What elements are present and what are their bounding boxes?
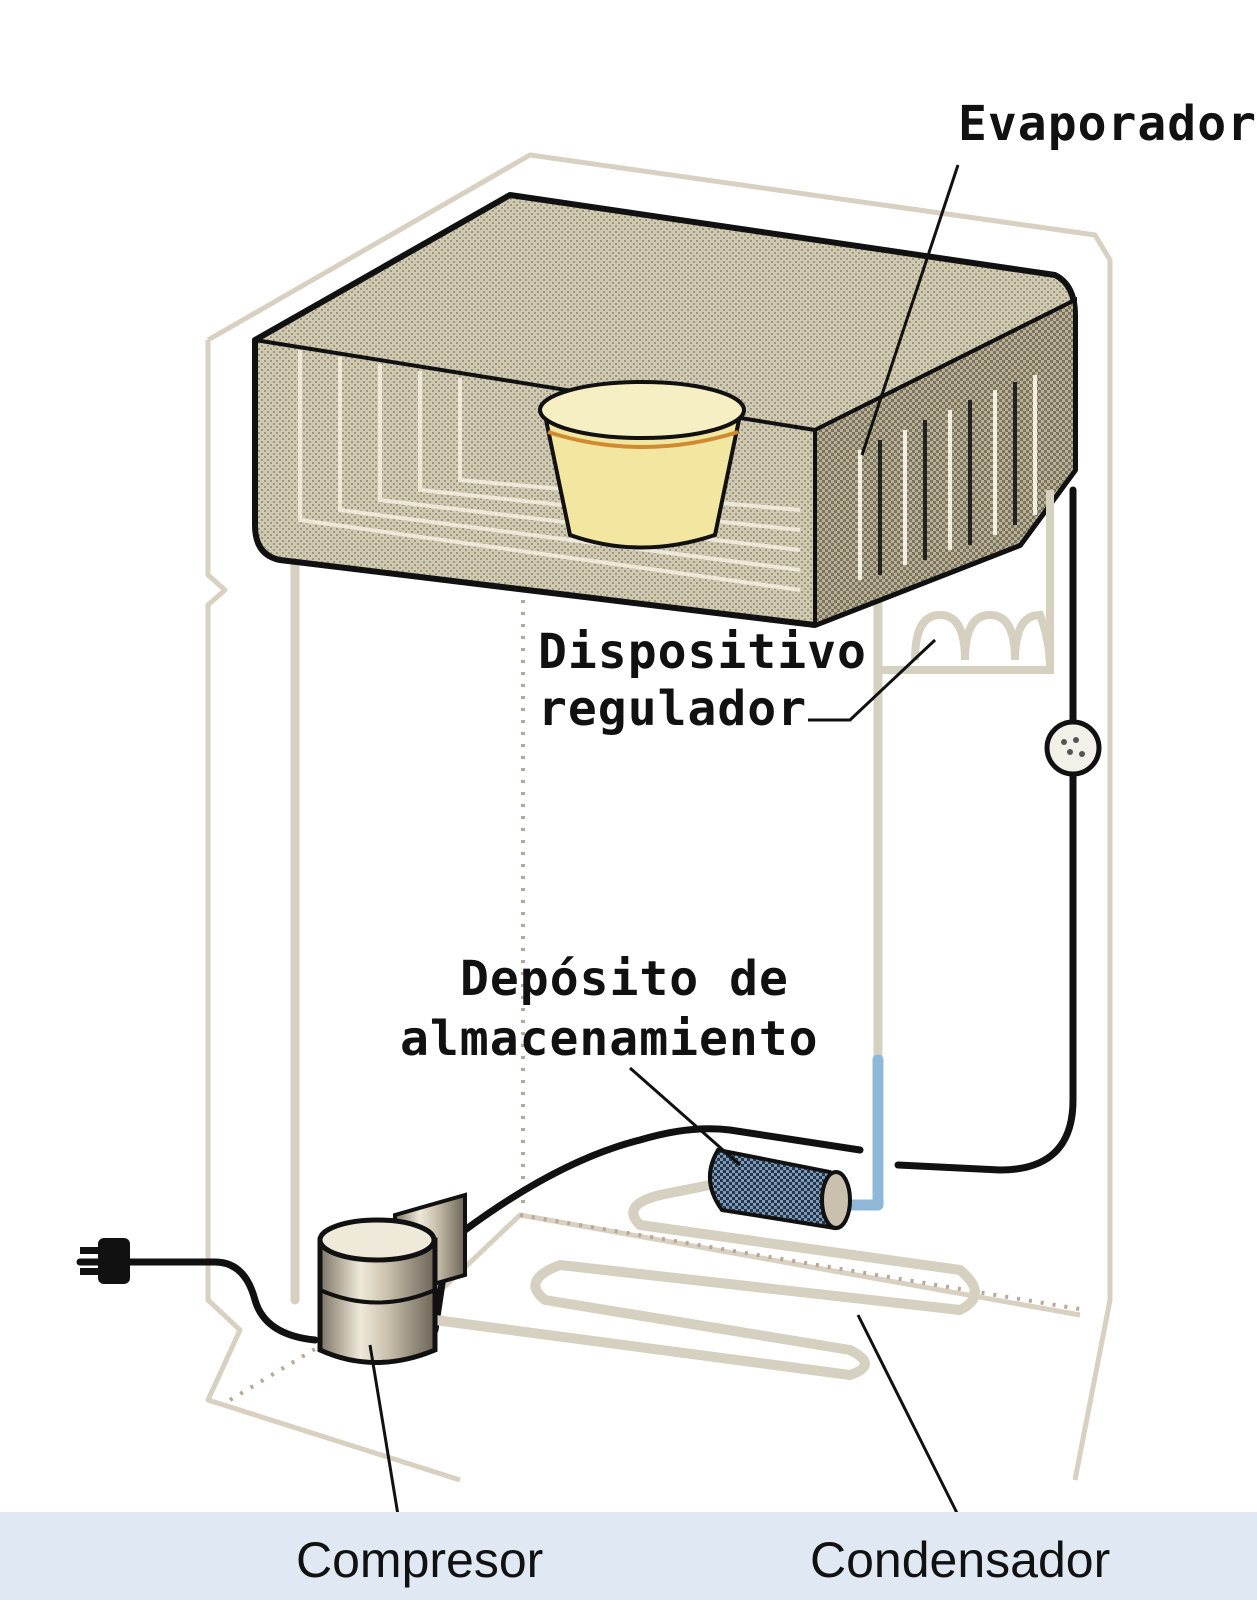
compressor xyxy=(317,1192,467,1365)
regulator-coil xyxy=(880,490,1055,674)
label-dispositivo-line1: Dispositivo xyxy=(538,624,867,680)
label-compresor: Compresor xyxy=(296,1532,543,1588)
label-dispositivo-line2: regulador xyxy=(538,681,807,737)
condenser-coil xyxy=(430,1180,980,1380)
leader-lines xyxy=(368,164,960,1516)
power-plug-icon xyxy=(80,1238,130,1284)
caption-band xyxy=(0,1512,1257,1600)
storage-tank xyxy=(707,1147,852,1231)
bowl xyxy=(538,380,746,550)
filter-dryer xyxy=(1044,719,1102,777)
label-condensador: Condensador xyxy=(810,1532,1110,1588)
label-deposito-line2: almacenamiento xyxy=(400,1011,819,1067)
liquid-line xyxy=(836,1054,884,1211)
label-deposito-line1: Depósito de xyxy=(460,951,789,1007)
label-evaporador: Evaporador xyxy=(958,96,1257,152)
